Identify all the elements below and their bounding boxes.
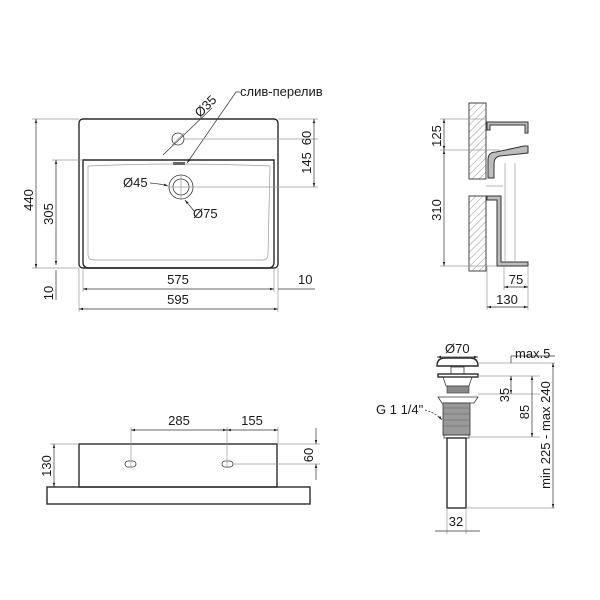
tap-hole-label: Ø35 [192,92,220,120]
valve-tube-label: 32 [449,514,463,529]
dim-rear-height: 130 [39,455,54,477]
rear-view: 285 155 130 60 [39,413,320,505]
top-view: Ø35 слив-перелив Ø45 Ø75 60 145 440 305 … [21,84,323,312]
dim-hole-spacing: 285 [168,413,190,428]
dim-hole-height: 60 [301,448,316,462]
dim-valve-body: 85 [517,405,532,419]
section-top [486,121,529,134]
valve-stem [450,366,465,375]
dim-bowl-depth: 305 [41,203,56,225]
side-section: 125 310 75 130 [429,102,529,310]
dim-tap-offset: 60 [299,131,314,145]
drain-outer-label: Ø75 [193,206,218,221]
basin-outline [78,118,279,269]
dim-total-depth: 440 [21,189,36,211]
dim-side-rim: 10 [298,272,312,287]
wall-lower [468,195,487,272]
dim-valve-flange: 35 [497,388,512,402]
section-bowl [487,145,529,179]
mount-hole-right [221,460,234,468]
wall-upper [468,102,487,180]
bowl-inner-edge [87,163,271,261]
valve-cap [436,357,479,367]
valve-tube [446,437,467,509]
rear-body [78,443,278,488]
overflow-slot [173,162,185,165]
mount-hole-left [124,460,137,468]
drain-inner-label: Ø45 [123,175,148,190]
drain-valve: Ø70 max.5 35 85 min 225 - max 240 G 1 1/… [376,341,555,534]
valve-thread-label: G 1 1/4" [376,402,424,417]
dim-side-inner: 75 [509,272,523,287]
dim-hole-offset: 155 [241,413,263,428]
dim-drain-offset: 145 [299,152,314,174]
dim-total-width: 595 [167,292,189,307]
overflow-label: слив-перелив [240,84,323,99]
dim-side-lower: 310 [429,199,444,221]
dim-bowl-width: 575 [167,272,189,287]
dim-valve-length: min 225 - max 240 [538,381,553,489]
valve-flange [437,373,479,378]
dim-front-rim: 10 [41,286,56,300]
bowl-outline [82,159,275,269]
valve-cap-label: Ø70 [445,341,470,356]
section-front [486,195,529,267]
valve-gap-label: max.5 [515,346,550,361]
rear-base [46,486,311,505]
dim-side-depth: 130 [496,292,518,307]
valve-thread [442,402,471,436]
dim-side-upper: 125 [429,125,444,147]
